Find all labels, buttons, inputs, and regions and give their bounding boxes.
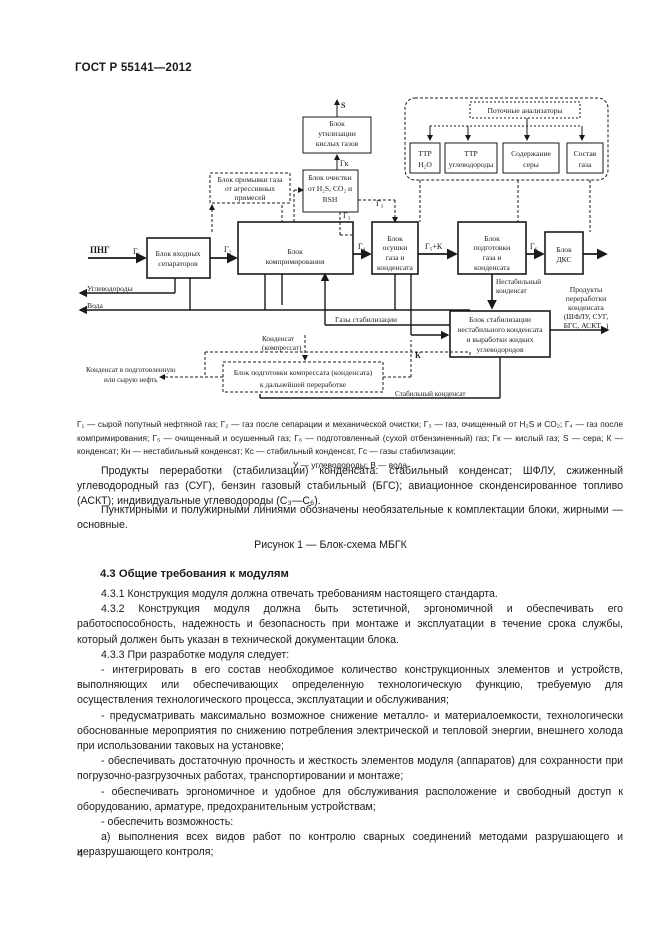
list-item: - обеспечивать эргономичное и удобное дл… [77, 785, 623, 813]
wash-2: от агрессивных [225, 184, 275, 193]
para-4-3-1: 4.3.1 Конструкция модуля должна отвечать… [101, 588, 498, 600]
stab-4: углеводородов [476, 345, 523, 354]
an-sulfur-1: Содержание [511, 149, 551, 158]
util-3: кислых газов [316, 139, 359, 148]
comp-1: Блок [287, 247, 303, 256]
label-G6: Г₆ [530, 242, 538, 251]
stab-3: и выработки жидких [466, 335, 533, 344]
para-4-3-3: 4.3.3 При разработке модуля следует: [101, 648, 290, 661]
util-1: Блок [329, 119, 345, 128]
label-to-pipe-2: или сырую нефть [104, 376, 158, 384]
figure-caption: Рисунок 1 — Блок-схема МБГК [254, 539, 407, 551]
prep-4: конденсата [474, 263, 511, 272]
list-item: а) выполнения всех видов работ по контро… [77, 831, 623, 859]
label-cond-compr-1: Конденсат [262, 335, 295, 343]
analyzers-title-box [469, 101, 581, 119]
label-unstable-1: Нестабильный [496, 278, 541, 286]
section-body: 4.3.1 Конструкция модуля должна отвечать… [77, 587, 623, 861]
an-ttr-hc-2: углеводороды [449, 160, 494, 169]
an-ttr-h2o-2: H₂O [418, 160, 432, 169]
products-3: конденсата [568, 303, 605, 312]
block-wash [209, 172, 291, 204]
an-sulfur-2: серы [523, 160, 539, 169]
para-4-3-2: 4.3.2 Конструкция модуля должна быть эст… [77, 603, 623, 646]
stab-1: Блок стабилизации [469, 315, 531, 324]
label-stable: Стабильный конденсат [395, 390, 466, 398]
clean-1: Блок очистки [308, 173, 351, 182]
analyzer-ttr-hc [444, 142, 498, 174]
dks-2: ДКС [556, 255, 571, 264]
wash-3: примесей [234, 193, 265, 202]
stab-2: нестабильного конденсата [457, 325, 543, 334]
label-G4: Г₄ [358, 242, 366, 251]
list-item: - предусматривать максимально возможное … [77, 709, 623, 753]
label-cond-compr-2: (компрессат) [262, 344, 302, 352]
dry-4: конденсата [377, 263, 414, 272]
products-4: (ШФЛУ, СУГ, [564, 312, 609, 321]
note-lines: Пунктирными и полужирными линиями обозна… [77, 504, 623, 532]
label-K: К [415, 351, 421, 360]
label-S: S [341, 101, 346, 110]
analyzers-title: Поточные анализаторы [487, 106, 562, 115]
label-G3b: Г₃ [376, 199, 384, 208]
label-unstable-2: конденсат [496, 287, 528, 295]
prep-1: Блок [484, 234, 500, 243]
list-item: - обеспечить возможность: [101, 816, 234, 829]
note-products: Продукты переработки (стабилизации) конд… [77, 465, 623, 508]
compr-prep-2: к дальнейшей переработке [260, 380, 347, 389]
clean-2: от H₂S, CO₂ и [308, 184, 352, 193]
analyzers-frame [404, 97, 609, 181]
list-item: - обеспечивать достаточную прочность и ж… [77, 755, 623, 783]
list-item: - интегрировать в его состав необходимое… [77, 664, 623, 707]
dks-1: Блок [556, 245, 572, 254]
sep-1: Блок входных [156, 249, 201, 258]
label-stab-gas: Газы стабилизации [335, 315, 397, 324]
compr-prep-1: Блок подготовки компрессата (конденсата) [234, 368, 373, 377]
legend-line-2: У — углеводороды; В — вода [293, 459, 407, 470]
label-G3: Г₃ [343, 211, 351, 220]
sep-2: сепараторов [158, 259, 198, 268]
legend-line-1: Г₁ — сырой попутный нефтяной газ; Г₂ — г… [77, 419, 623, 456]
comp-2: компримирования [266, 257, 325, 266]
an-gas-2: газа [579, 160, 592, 169]
analyzer-sulfur [502, 142, 560, 174]
block-dks [544, 231, 584, 275]
label-Gk: Гк [340, 159, 349, 168]
label-water: Вода [87, 301, 104, 310]
prep-2: подготовки [474, 243, 510, 252]
label-hc: Углеводороды [87, 284, 133, 293]
products-5: БГС, АСКТ.. ) [564, 321, 609, 330]
analyzer-ttr-h2o [409, 142, 441, 174]
label-png: ПНГ [90, 245, 110, 255]
label-G5K: Г₅+К [425, 242, 443, 251]
block-compression [237, 221, 354, 275]
section-title: 4.3 Общие требования к модулям [100, 568, 289, 580]
label-to-pipe-1: Конденсат в подготовленную [86, 366, 176, 374]
prep-3: газа и [483, 253, 502, 262]
label-G1: Г₁ [133, 247, 141, 256]
dry-2: осушки [383, 243, 408, 252]
document-header: ГОСТ Р 55141—2012 [75, 62, 192, 74]
page-number: 4 [77, 848, 84, 860]
label-G2: Г₂ [224, 245, 232, 254]
figure-legend: Г₁ — сырой попутный нефтяной газ; Г₂ — г… [77, 418, 623, 472]
an-ttr-h2o-1: ТТР [418, 149, 432, 158]
analyzer-gas [566, 142, 604, 174]
products-2: переработки [566, 294, 606, 303]
util-2: утилизации [318, 129, 356, 138]
wash-1: Блок промывки газа [218, 175, 284, 184]
dry-3: газа и [386, 253, 405, 262]
block-diagram: Поточные анализаторы ТТР H₂O ТТР углевод… [78, 97, 610, 399]
an-gas-1: Состав [574, 149, 597, 158]
block-separators [146, 237, 211, 279]
an-ttr-hc-1: ТТР [464, 149, 478, 158]
products-1: Продукты [570, 285, 603, 294]
clean-3: RSH [323, 195, 338, 204]
dry-1: Блок [387, 234, 403, 243]
